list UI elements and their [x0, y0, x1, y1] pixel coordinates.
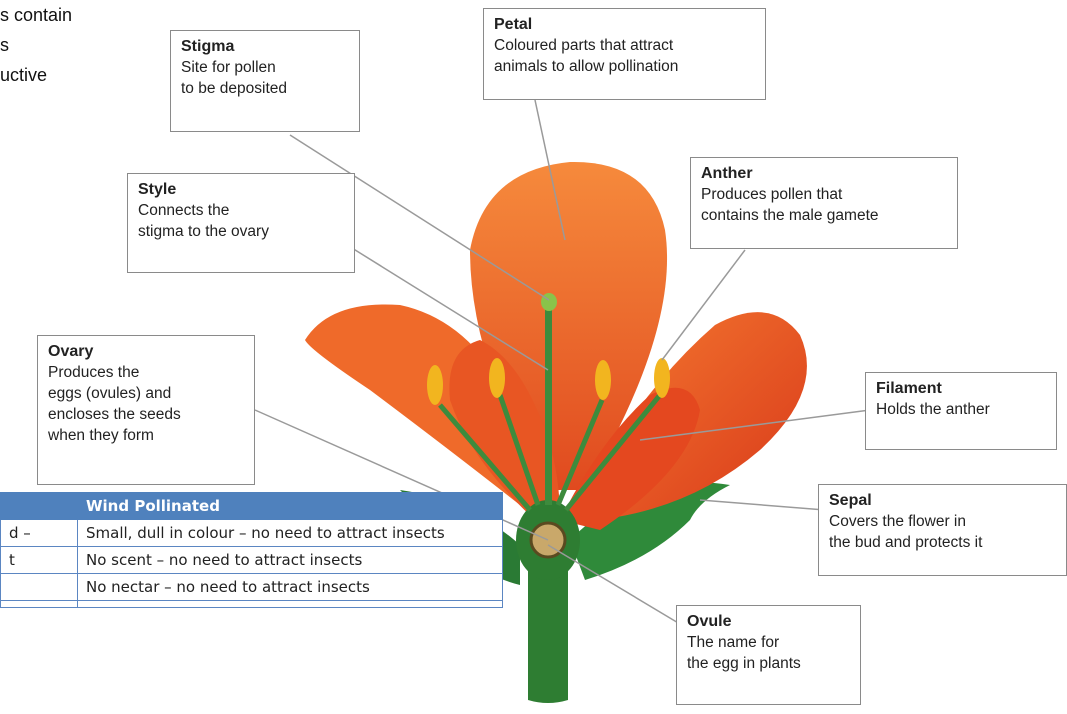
label-sepal: Sepal Covers the flower in the bud and p… — [818, 484, 1067, 576]
table-cell: No scent – no need to attract insects — [78, 547, 503, 574]
table-header-cell: Wind Pollinated — [78, 493, 503, 520]
leader-sepal — [700, 500, 825, 510]
label-petal-title: Petal — [494, 15, 757, 35]
label-ovary: Ovary Produces the eggs (ovules) and enc… — [37, 335, 255, 485]
table-cell — [1, 574, 78, 601]
table-header-cell — [1, 493, 78, 520]
table-row-cut — [1, 601, 503, 608]
cropped-body-text: s contain s uctive — [0, 0, 72, 90]
label-style-desc: Connects the stigma to the ovary — [138, 200, 346, 242]
table-header-row: Wind Pollinated — [1, 493, 503, 520]
label-ovule-desc: The name for the egg in plants — [687, 632, 852, 674]
table-cell: No nectar – no need to attract insects — [78, 574, 503, 601]
label-filament: Filament Holds the anther — [865, 372, 1057, 450]
label-style-title: Style — [138, 180, 346, 200]
label-ovule-title: Ovule — [687, 612, 852, 632]
label-stigma: Stigma Site for pollen to be deposited — [170, 30, 360, 132]
anther-2 — [489, 358, 505, 398]
style-shape — [545, 305, 552, 505]
label-sepal-title: Sepal — [829, 491, 1058, 511]
pollination-table: Wind Pollinated d – Small, dull in colou… — [0, 492, 503, 608]
label-stigma-title: Stigma — [181, 37, 351, 57]
table-cell: t — [1, 547, 78, 574]
label-petal-desc: Coloured parts that attract animals to a… — [494, 35, 757, 77]
label-anther-title: Anther — [701, 164, 949, 184]
table-row: t No scent – no need to attract insects — [1, 547, 503, 574]
label-stigma-desc: Site for pollen to be deposited — [181, 57, 351, 99]
stem — [528, 560, 568, 703]
anther-4 — [654, 358, 670, 398]
table-cell: d – — [1, 520, 78, 547]
label-sepal-desc: Covers the flower in the bud and protect… — [829, 511, 1058, 553]
label-anther-desc: Produces pollen that contains the male g… — [701, 184, 949, 226]
label-ovary-title: Ovary — [48, 342, 246, 362]
table-cell — [78, 601, 503, 608]
label-ovule: Ovule The name for the egg in plants — [676, 605, 861, 705]
anther-3 — [595, 360, 611, 400]
table-cell — [1, 601, 78, 608]
label-anther: Anther Produces pollen that contains the… — [690, 157, 958, 249]
label-petal: Petal Coloured parts that attract animal… — [483, 8, 766, 100]
table-cell: Small, dull in colour – no need to attra… — [78, 520, 503, 547]
label-ovary-desc: Produces the eggs (ovules) and encloses … — [48, 362, 246, 446]
table-row: No nectar – no need to attract insects — [1, 574, 503, 601]
label-style: Style Connects the stigma to the ovary — [127, 173, 355, 273]
table-row: d – Small, dull in colour – no need to a… — [1, 520, 503, 547]
label-filament-title: Filament — [876, 379, 1048, 399]
label-filament-desc: Holds the anther — [876, 399, 1048, 420]
anther-1 — [427, 365, 443, 405]
